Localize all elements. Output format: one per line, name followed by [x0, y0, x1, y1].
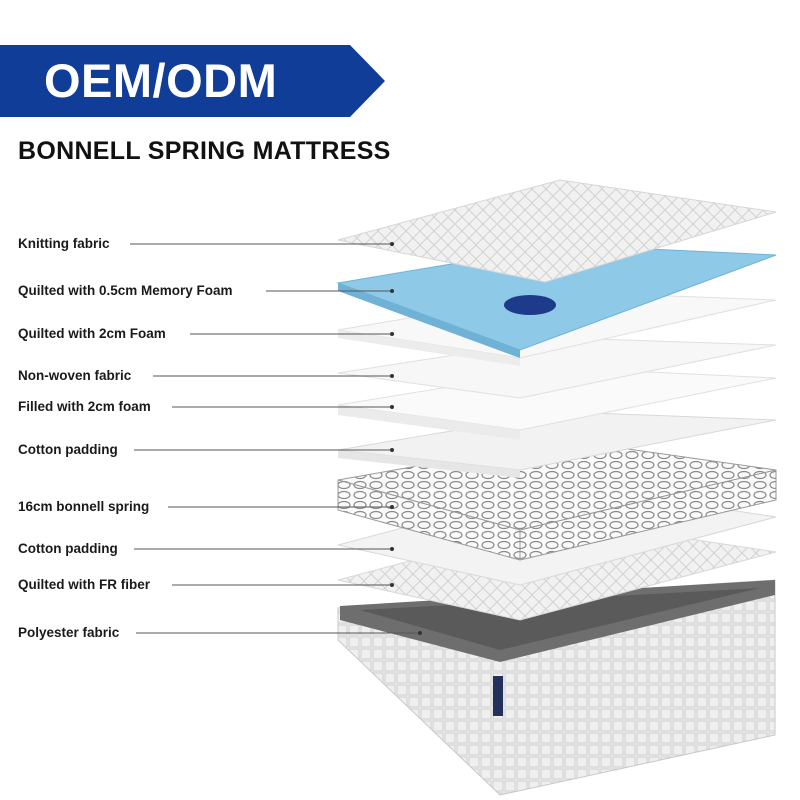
banner-ribbon [0, 45, 385, 117]
label-polyester-fabric: Polyester fabric [18, 625, 120, 640]
banner-title: OEM/ODM [44, 54, 278, 107]
label-filled-foam: Filled with 2cm foam [18, 399, 151, 414]
label-quilted-foam: Quilted with 2cm Foam [18, 326, 166, 341]
label-non-woven-fabric: Non-woven fabric [18, 368, 132, 383]
layer-knitting-fabric [337, 179, 777, 283]
label-memory-foam: Quilted with 0.5cm Memory Foam [18, 283, 233, 298]
label-knitting-fabric: Knitting fabric [18, 236, 110, 251]
brand-tag [493, 676, 503, 716]
label-bonnell-spring: 16cm bonnell spring [18, 499, 150, 514]
leader-lines [130, 243, 420, 634]
label-cotton-padding-lower: Cotton padding [18, 541, 118, 556]
label-cotton-padding-upper: Cotton padding [18, 442, 118, 457]
label-fr-fiber: Quilted with FR fiber [18, 577, 150, 592]
page-title: BONNELL SPRING MATTRESS [18, 137, 391, 165]
leader-dots [390, 242, 422, 635]
layer-memory-foam [336, 244, 777, 358]
layer-polyester-base [337, 579, 776, 796]
brand-logo-icon [504, 295, 556, 315]
